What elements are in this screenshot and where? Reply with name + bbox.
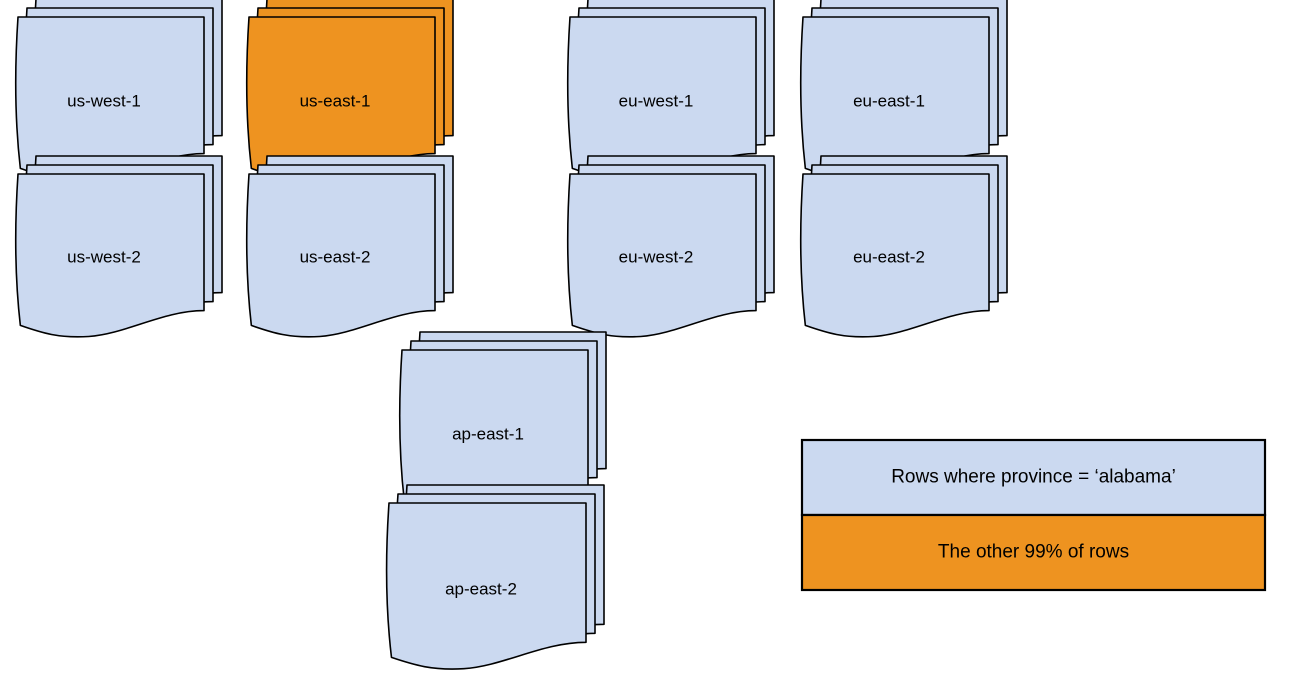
- document-stack-layer: us-west-1 us-east-1 eu-west-1 eu-east-1 us-w…: [14, 0, 1008, 670]
- document-stack-ap-east-1[interactable]: ap-east-1: [398, 331, 607, 514]
- stack-sheet: [245, 173, 436, 338]
- document-stack-eu-west-2[interactable]: eu-west-2: [566, 155, 775, 338]
- stack-sheet: [799, 173, 990, 338]
- stack-sheet: [14, 173, 205, 338]
- stack-label: eu-west-1: [619, 91, 694, 110]
- document-stack-us-east-2[interactable]: us-east-2: [245, 155, 454, 338]
- stack-label: ap-east-2: [445, 579, 517, 598]
- stack-label: ap-east-1: [452, 424, 524, 443]
- legend-item-rows-alabama: Rows where province = ‘alabama’: [800, 438, 1267, 517]
- document-stack-us-east-1[interactable]: us-east-1: [245, 0, 454, 181]
- document-stack-eu-west-1[interactable]: eu-west-1: [566, 0, 775, 181]
- legend-label: Rows where province = ‘alabama’: [891, 467, 1176, 488]
- stack-label: eu-east-2: [853, 247, 925, 266]
- stack-label: eu-east-1: [853, 91, 925, 110]
- document-stack-eu-east-2[interactable]: eu-east-2: [799, 155, 1008, 338]
- stack-sheet: [566, 173, 757, 338]
- document-stack-us-west-1[interactable]: us-west-1: [14, 0, 223, 181]
- legend-swatch: [800, 513, 1267, 592]
- document-stack-us-west-2[interactable]: us-west-2: [14, 155, 223, 338]
- stack-label: us-west-1: [67, 91, 141, 110]
- legend: Rows where province = ‘alabama’ The other…: [800, 438, 1267, 592]
- stack-label: eu-west-2: [619, 247, 694, 266]
- stack-sheet: [385, 502, 587, 670]
- stack-label: us-east-1: [300, 91, 371, 110]
- document-stack-ap-east-2[interactable]: ap-east-2: [385, 484, 605, 670]
- legend-item-other-rows: The other 99% of rows: [800, 513, 1267, 592]
- document-stack-eu-east-1[interactable]: eu-east-1: [799, 0, 1008, 181]
- stack-label: us-west-2: [67, 247, 141, 266]
- stack-label: us-east-2: [300, 247, 371, 266]
- legend-swatch: [800, 438, 1267, 517]
- legend-label: The other 99% of rows: [938, 542, 1129, 563]
